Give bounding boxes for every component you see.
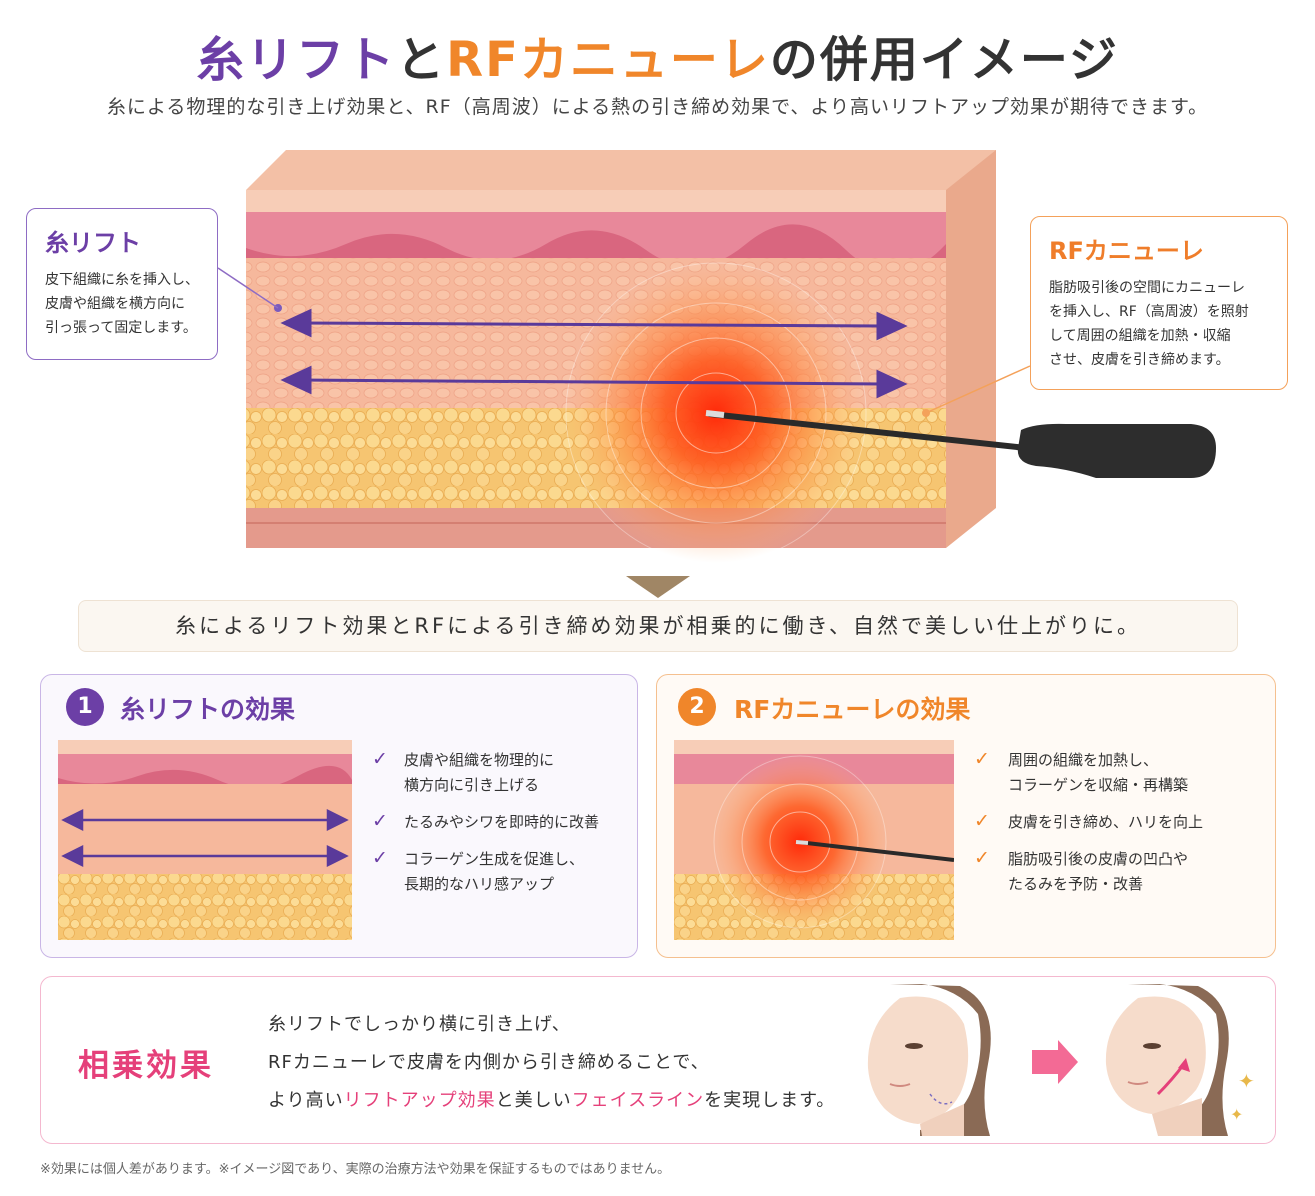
list-item: ✓ 脂肪吸引後の皮膚の凹凸やたるみを予防・改善	[974, 847, 1203, 897]
check-icon: ✓	[372, 847, 388, 869]
check-icon: ✓	[372, 748, 388, 770]
title-connector: と	[396, 32, 447, 88]
list-item-text: コラーゲン生成を促進し、	[404, 850, 585, 868]
page-subtitle: 糸による物理的な引き上げ効果と、RF（高周波）による熱の引き締め効果で、より高い…	[106, 96, 1209, 118]
rf-cannula-mini-illustration	[674, 740, 954, 940]
synergy-line-2: RFカニューレで皮膚を内側から引き締めることで、	[268, 1052, 710, 1073]
check-icon: ✓	[974, 847, 990, 869]
svg-text:✦: ✦	[1238, 1069, 1255, 1093]
list-item-text: 脂肪吸引後の皮膚の凹凸や	[1008, 850, 1189, 868]
list-item-text: コラーゲンを収縮・再構築	[1008, 776, 1189, 794]
face-after-icon: ✦ ✦	[1105, 984, 1255, 1136]
title-thread-lift: 糸リフト	[196, 32, 397, 88]
list-item: ✓ たるみやシワを即時的に改善	[372, 810, 599, 835]
face-before-after-illustration: ✦ ✦	[867, 984, 1255, 1136]
rf-cannula-callout-line: 脂肪吸引後の空間にカニューレ	[1049, 280, 1245, 296]
title-suffix: の併用イメージ	[769, 32, 1119, 88]
synergy-line-1: 糸リフトでしっかり横に引き上げ、	[268, 1014, 571, 1035]
footnote: ※効果には個人差があります。※イメージ図であり、実際の治療方法や効果を保証するも…	[40, 1162, 671, 1177]
list-item-text: 皮膚を引き締め、ハリを向上	[1008, 813, 1204, 831]
check-icon: ✓	[372, 810, 388, 832]
summary-banner: 糸によるリフト効果とRFによる引き締め効果が相乗的に働き、自然で美しい仕上がりに…	[78, 600, 1238, 652]
list-item: ✓ 皮膚を引き締め、ハリを向上	[974, 810, 1203, 835]
rf-cannula-callout-line: して周囲の組織を加熱・収縮	[1049, 328, 1231, 344]
rf-cannula-callout-line: させ、皮膚を引き締めます。	[1049, 352, 1230, 368]
list-item: ✓ コラーゲン生成を促進し、長期的なハリ感アップ	[372, 847, 599, 897]
skin-cross-section-illustration	[246, 150, 1216, 564]
check-icon: ✓	[974, 810, 990, 832]
svg-text:✦: ✦	[1230, 1105, 1243, 1124]
thread-lift-effect-title: 糸リフトの効果	[120, 695, 296, 724]
list-item-text: 長期的なハリ感アップ	[404, 875, 555, 893]
thread-lines	[280, 308, 908, 399]
rf-cannula-callout-title: RFカニューレ	[1049, 237, 1204, 265]
list-item-text: たるみを予防・改善	[1008, 875, 1144, 893]
thread-lift-callout-title: 糸リフト	[45, 229, 141, 257]
synergy-text: を実現します。	[704, 1090, 836, 1111]
synergy-line-3: より高いリフトアップ効果と美しいフェイスラインを実現します。	[268, 1086, 835, 1112]
card-number-badge: 1	[66, 688, 104, 726]
rf-cannula-callout-line: を挿入し、RF（高周波）を照射	[1049, 304, 1249, 320]
title-rf-cannula: RFカニューレ	[446, 32, 770, 88]
arrow-right-icon	[1032, 1040, 1078, 1084]
synergy-text: より高い	[268, 1090, 344, 1111]
list-item-text: 横方向に引き上げる	[404, 776, 540, 794]
list-item: ✓ 皮膚や組織を物理的に横方向に引き上げる	[372, 748, 599, 798]
thread-lift-callout-line: 引っ張って固定します。	[45, 320, 197, 336]
thread-lift-mini-illustration	[58, 740, 352, 940]
check-icon: ✓	[974, 748, 990, 770]
rf-cannula-callout: RFカニューレ 脂肪吸引後の空間にカニューレ を挿入し、RF（高周波）を照射 し…	[1030, 216, 1288, 390]
rf-cannula-effect-list: ✓ 周囲の組織を加熱し、コラーゲンを収縮・再構築 ✓ 皮膚を引き締め、ハリを向上…	[974, 748, 1203, 897]
thread-lift-callout: 糸リフト 皮下組織に糸を挿入し、 皮膚や組織を横方向に 引っ張って固定します。	[26, 208, 218, 360]
thread-lift-callout-line: 皮膚や組織を横方向に	[45, 296, 185, 312]
highlight-face-line: フェイスライン	[571, 1090, 705, 1111]
thread-lift-effect-list: ✓ 皮膚や組織を物理的に横方向に引き上げる ✓ たるみやシワを即時的に改善 ✓ …	[372, 748, 599, 897]
list-item-text: 皮膚や組織を物理的に	[404, 751, 555, 769]
synergy-text: と美しい	[495, 1090, 572, 1111]
thread-lift-callout-line: 皮下組織に糸を挿入し、	[45, 272, 199, 288]
list-item-text: 周囲の組織を加熱し、	[1008, 751, 1159, 769]
rf-cannula-effect-title: RFカニューレの効果	[734, 695, 971, 724]
list-item-text: たるみやシワを即時的に改善	[404, 813, 600, 831]
highlight-lift-up: リフトアップ効果	[343, 1090, 496, 1111]
card-number-badge: 2	[678, 688, 716, 726]
face-before-icon	[867, 984, 991, 1136]
rf-cannula-device	[705, 410, 1216, 478]
synergy-heading: 相乗効果	[78, 1048, 214, 1084]
list-item: ✓ 周囲の組織を加熱し、コラーゲンを収縮・再構築	[974, 748, 1203, 798]
down-arrow-icon	[626, 576, 690, 598]
thread-callout-connector	[217, 267, 279, 309]
rf-callout-connector	[927, 365, 1031, 413]
page-title: 糸リフトとRFカニューレの併用イメージ	[0, 20, 1315, 90]
